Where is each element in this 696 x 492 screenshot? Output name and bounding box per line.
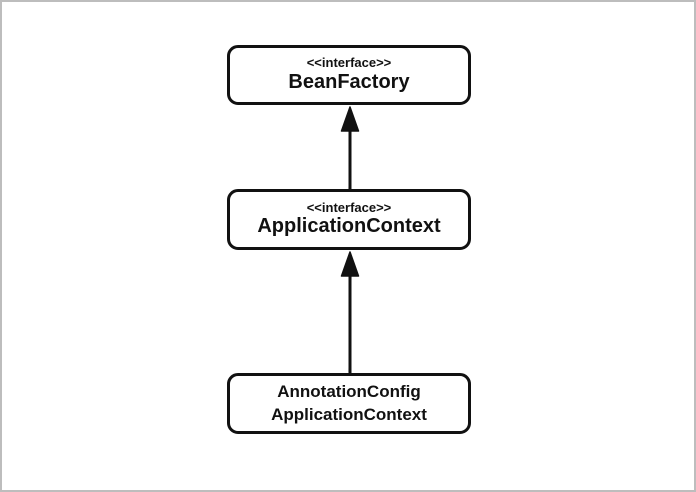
inheritance-arrow-icon (340, 106, 360, 190)
node-applicationcontext: <<interface>> ApplicationContext (227, 189, 471, 250)
node-beanfactory-name: BeanFactory (288, 70, 410, 93)
node-applicationcontext-name: ApplicationContext (257, 215, 441, 238)
node-annotationconfigapplicationcontext: AnnotationConfig ApplicationContext (227, 373, 471, 434)
inheritance-arrow-icon (340, 251, 360, 373)
node-beanfactory-stereotype: <<interface>> (306, 55, 392, 71)
node-applicationcontext-stereotype: <<interface>> (306, 199, 392, 215)
node-beanfactory: <<interface>> BeanFactory (227, 45, 471, 105)
node-annotationconfig-line1: AnnotationConfig (277, 382, 421, 402)
node-annotationconfig-line2: ApplicationContext (271, 404, 427, 424)
